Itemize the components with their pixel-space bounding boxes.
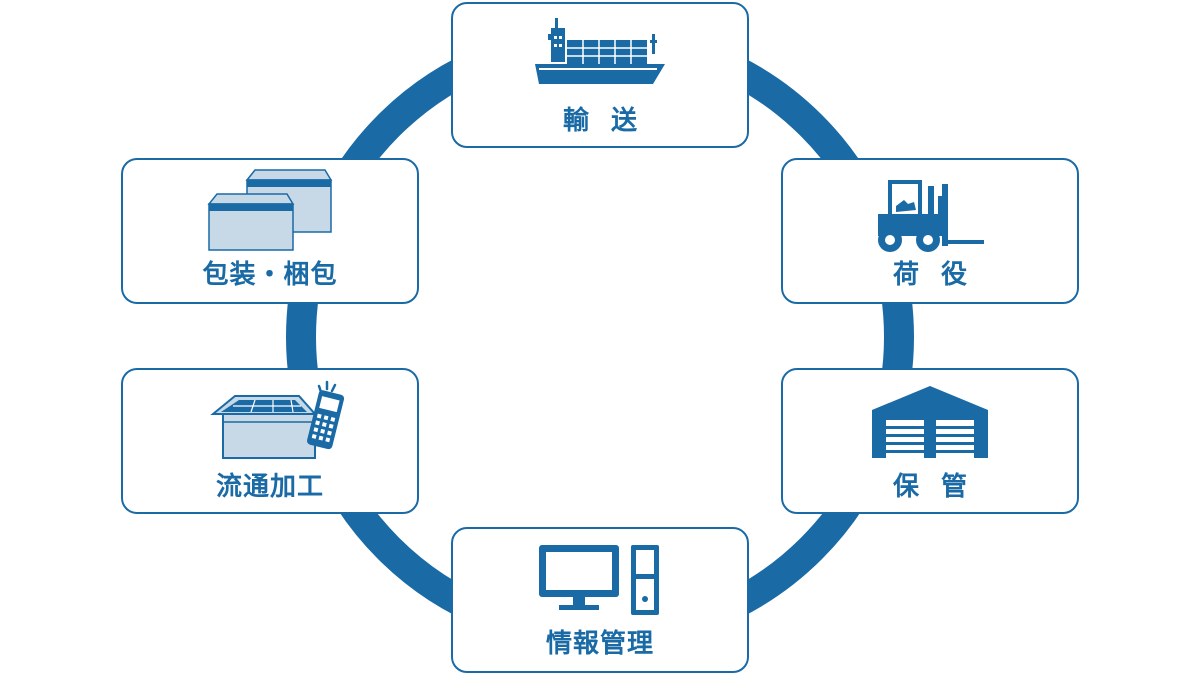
card-label-transport: 輸送: [562, 106, 659, 136]
box-scanner-icon: [210, 380, 345, 459]
card-transport: 輸送: [451, 2, 749, 148]
card-distribution-processing: 流通加工: [121, 368, 419, 514]
card-label-packing: 包装・梱包: [202, 260, 338, 290]
cardboard-boxes-icon: [207, 169, 333, 251]
card-info-management: 情報管理: [451, 527, 749, 673]
card-cargo-handling: 荷役: [781, 158, 1079, 304]
card-label-storage: 保管: [892, 472, 989, 502]
card-label-cargo-handling: 荷役: [892, 260, 989, 290]
computer-icon: [539, 545, 659, 615]
card-label-distribution-processing: 流通加工: [215, 472, 324, 502]
warehouse-icon: [872, 386, 988, 458]
forklift-icon: [878, 180, 984, 252]
card-label-info-management: 情報管理: [545, 629, 654, 659]
card-storage: 保管: [781, 368, 1079, 514]
container-ship-icon: [535, 18, 665, 84]
card-packing: 包装・梱包: [121, 158, 419, 304]
